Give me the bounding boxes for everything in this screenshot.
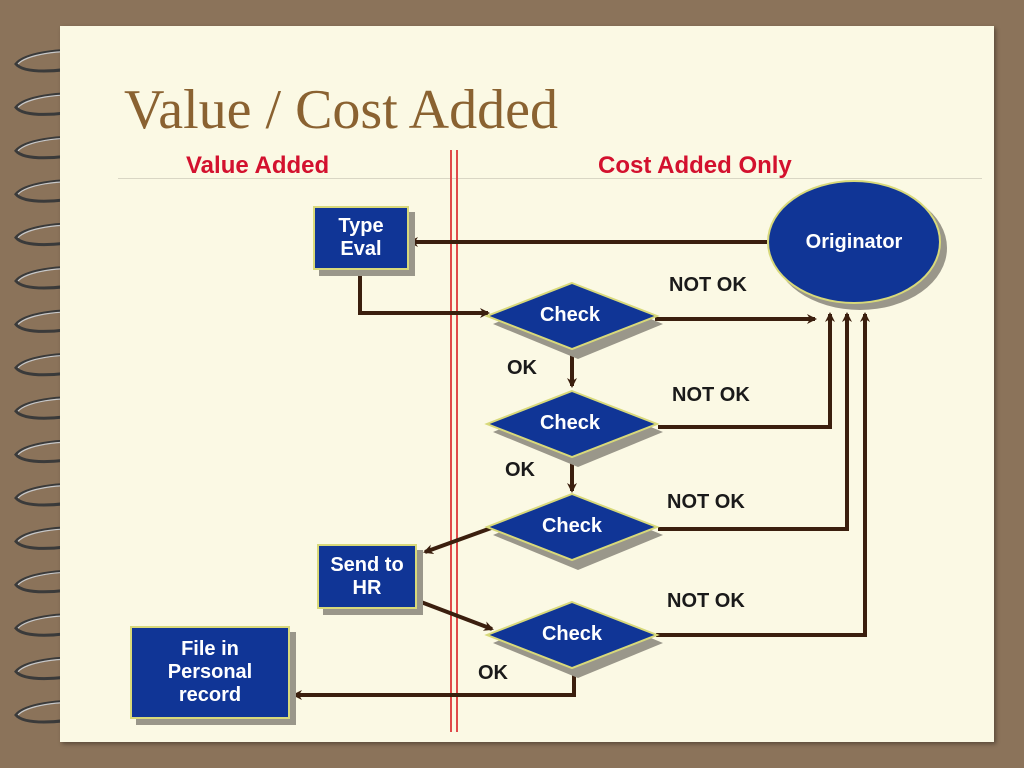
send-to-hr-node: Send to HR	[317, 544, 417, 609]
ok-label-2: OK	[505, 459, 535, 481]
arrow-check-2-not-ok	[658, 312, 835, 429]
originator-node: Originator	[767, 180, 941, 304]
column-divider-line	[450, 150, 452, 732]
send-to-hr-line-2: HR	[352, 576, 382, 599]
type-eval-line-2: Eval	[340, 238, 382, 260]
ok-label-1: OK	[507, 357, 537, 379]
check-4-label: Check	[541, 623, 603, 645]
check-3-diamond	[484, 492, 660, 562]
check-4-diamond	[484, 600, 660, 670]
type-eval-line-1: Type	[338, 215, 384, 237]
column-header-cost-added: Cost Added Only	[598, 152, 792, 179]
not-ok-label-4: NOT OK	[667, 590, 745, 612]
arrow-hr-to-check-4	[420, 600, 494, 631]
file-record-line-2: Personal	[167, 661, 253, 683]
not-ok-label-2: NOT OK	[672, 384, 750, 406]
file-record-line-3: record	[178, 684, 242, 706]
arrow-check-3-to-hr	[423, 525, 495, 554]
check-2-label: Check	[539, 412, 601, 434]
type-eval-node: Type Eval	[313, 206, 409, 270]
column-header-value-added: Value Added	[186, 152, 330, 179]
ok-label-3: OK	[478, 662, 508, 684]
column-divider-line	[456, 150, 458, 732]
file-record-node: File in Personal record	[130, 626, 290, 719]
not-ok-label-3: NOT OK	[667, 491, 745, 513]
check-1-label: Check	[539, 304, 601, 326]
page-title: Value / Cost Added	[124, 79, 558, 141]
not-ok-label-1: NOT OK	[669, 274, 747, 296]
arrow-check-4-not-ok	[656, 312, 870, 637]
header-divider	[118, 178, 982, 179]
arrow-check-3-not-ok	[658, 312, 852, 531]
check-3-label: Check	[541, 515, 603, 537]
file-record-line-1: File in	[181, 638, 239, 660]
send-to-hr-line-1: Send to	[330, 553, 404, 576]
originator-label: Originator	[805, 230, 903, 253]
arrow-type-eval-to-check-1	[358, 270, 490, 318]
arrow-check-4-ok	[292, 672, 576, 700]
check-1-diamond	[484, 281, 660, 351]
check-2-diamond	[484, 389, 660, 459]
